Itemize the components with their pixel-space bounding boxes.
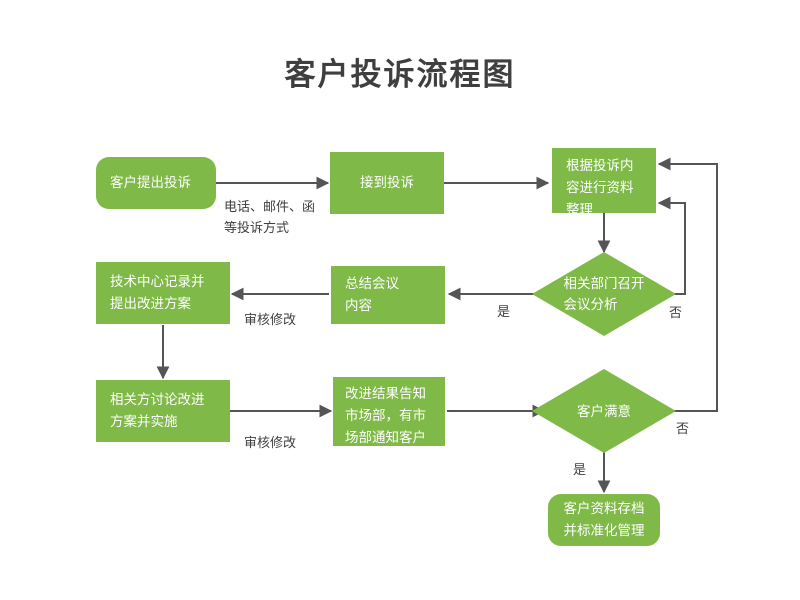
page-title: 客户投诉流程图 (284, 57, 516, 92)
edge-label-yes-meeting: 是 (497, 304, 511, 319)
edge-label-yes-satisfied: 是 (573, 462, 587, 477)
node-customer-satisfied-label: 客户满意 (577, 403, 631, 419)
edge-label-no-satisfied: 否 (676, 421, 690, 436)
node-notify-market[interactable]: 改进结果告知 市场部，有市 场部通知客户 (333, 377, 445, 446)
edge-label-review-revise-1: 审核修改 (244, 312, 297, 327)
edge-label-review-revise-2: 审核修改 (244, 435, 297, 450)
connector-satisfied-no-to-organize (657, 157, 718, 412)
edge-label-complaint-methods: 电话、邮件、函 等投诉方式 (224, 199, 316, 235)
node-summarize-meeting[interactable]: 总结会议 内容 (331, 266, 445, 324)
edge-label-no-meeting: 否 (669, 305, 683, 320)
node-organize-data[interactable]: 根据投诉内 容进行资料 整理 (552, 148, 656, 217)
node-dept-meeting-label: 相关部门召开 会议分析 (563, 276, 645, 312)
node-receive-complaint[interactable]: 接到投诉 (330, 152, 444, 214)
node-tech-center-record[interactable]: 技术中心记录并 提出改进方案 (96, 262, 230, 324)
node-archive-data[interactable]: 客户资料存档 并标准化管理 (548, 494, 660, 546)
node-customer-satisfied[interactable]: 客户满意 (532, 369, 676, 453)
node-parties-discuss[interactable]: 相关方讨论改进 方案并实施 (96, 380, 230, 442)
node-customer-complaint[interactable]: 客户提出投诉 (96, 157, 216, 209)
node-dept-meeting[interactable]: 相关部门召开 会议分析 (532, 252, 676, 336)
